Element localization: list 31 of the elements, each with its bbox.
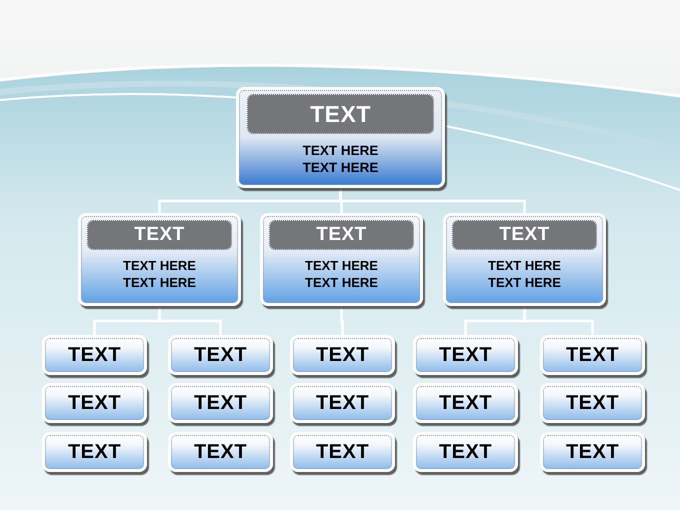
org-box: TEXT (42, 335, 147, 375)
body-text: TEXT HERE TEXT HERE (304, 257, 379, 291)
header-bar: TEXT (248, 95, 433, 133)
header-bar: TEXT (88, 221, 231, 249)
org-box: TEXT (168, 383, 273, 423)
connector-line (523, 306, 594, 335)
body-text: TEXT HERE TEXT HERE (122, 257, 197, 291)
org-box: TEXT (413, 383, 518, 423)
org-box (443, 213, 606, 306)
body-text: TEXT HERE TEXT HERE (302, 142, 380, 176)
body-text: TEXT HERE TEXT HERE (487, 257, 562, 291)
connector-line (158, 306, 222, 335)
org-box: TEXT (540, 432, 645, 472)
org-box: TEXT (413, 335, 518, 375)
org-box (236, 87, 445, 188)
org-box: TEXT (290, 432, 395, 472)
org-box: TEXT (290, 383, 395, 423)
org-box: TEXT (42, 432, 147, 472)
org-box (260, 213, 423, 306)
org-box: TEXT (540, 335, 645, 375)
org-box: TEXT (168, 432, 273, 472)
org-box: TEXT (540, 383, 645, 423)
header-bar: TEXT (453, 221, 596, 249)
org-box (78, 213, 241, 306)
org-box: TEXT (413, 432, 518, 472)
connector-line (339, 188, 526, 213)
org-box: TEXT (290, 335, 395, 375)
connector-line (340, 306, 344, 335)
header-bar: TEXT (270, 221, 413, 249)
org-box: TEXT (168, 335, 273, 375)
org-box: TEXT (42, 383, 147, 423)
